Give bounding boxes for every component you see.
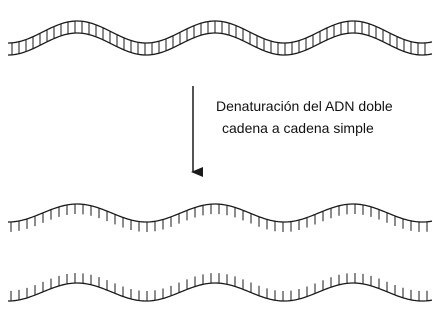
backbone-top <box>8 21 432 43</box>
caption-line-2: cadena a cadena simple <box>222 118 374 138</box>
double-strand-dna <box>8 21 432 55</box>
single-strand-dna-upper <box>8 204 432 232</box>
backbone <box>8 204 432 222</box>
backbone-bottom <box>8 33 432 55</box>
backbone <box>8 283 432 301</box>
caption-line-1: Denaturación del ADN doble <box>216 96 393 116</box>
single-strand-dna-lower <box>8 273 432 301</box>
